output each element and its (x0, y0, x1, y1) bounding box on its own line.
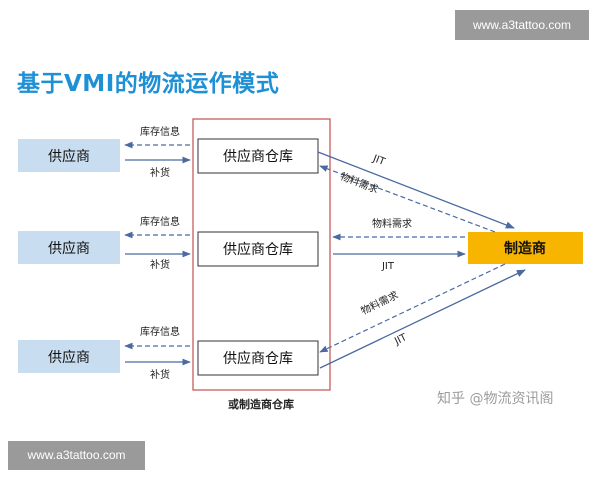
jit-label-2: JIT (381, 261, 395, 272)
material-demand-arrow-3 (319, 263, 506, 353)
warehouse-group-caption: 或制造商仓库 (228, 397, 294, 411)
supplier-2: 供应商 (18, 231, 120, 264)
warehouse-3-label: 供应商仓库 (223, 350, 293, 367)
inventory-info-label-1: 库存信息 (140, 125, 180, 138)
warehouse-3: 供应商仓库 (197, 340, 319, 376)
warehouse-group-box (192, 118, 331, 391)
jit-label-3: JIT (392, 332, 409, 348)
diagram-title: 基于VMI的物流运作模式 (17, 71, 280, 97)
material-demand-label-3: 物料需求 (359, 288, 401, 317)
replenish-label-2: 补货 (150, 258, 170, 271)
supplier-2-label: 供应商 (48, 240, 90, 257)
inventory-info-label-2: 库存信息 (140, 215, 180, 228)
supplier-1-label: 供应商 (48, 148, 90, 165)
warehouse-1-label: 供应商仓库 (223, 148, 293, 165)
replenish-label-1: 补货 (150, 166, 170, 179)
zhihu-watermark: 知乎 @物流资讯阁 (437, 391, 554, 407)
supplier-3-label: 供应商 (48, 349, 90, 366)
watermark-bottom: www.a3tattoo.com (8, 441, 145, 470)
jit-arrow-3 (319, 269, 526, 369)
warehouse-2: 供应商仓库 (197, 231, 319, 267)
jit-label-1: JIT (370, 153, 387, 168)
inventory-info-label-3: 库存信息 (140, 325, 180, 338)
manufacturer-label: 制造商 (504, 240, 546, 257)
supplier-3: 供应商 (18, 340, 120, 373)
material-demand-label-2: 物料需求 (372, 217, 412, 230)
manufacturer: 制造商 (468, 232, 583, 264)
replenish-label-3: 补货 (150, 368, 170, 381)
warehouse-1: 供应商仓库 (197, 138, 319, 174)
supplier-1: 供应商 (18, 139, 120, 172)
watermark-top: www.a3tattoo.com (455, 10, 589, 40)
material-demand-arrow-1 (319, 165, 496, 233)
warehouse-2-label: 供应商仓库 (223, 241, 293, 258)
jit-arrow-1 (317, 151, 515, 229)
